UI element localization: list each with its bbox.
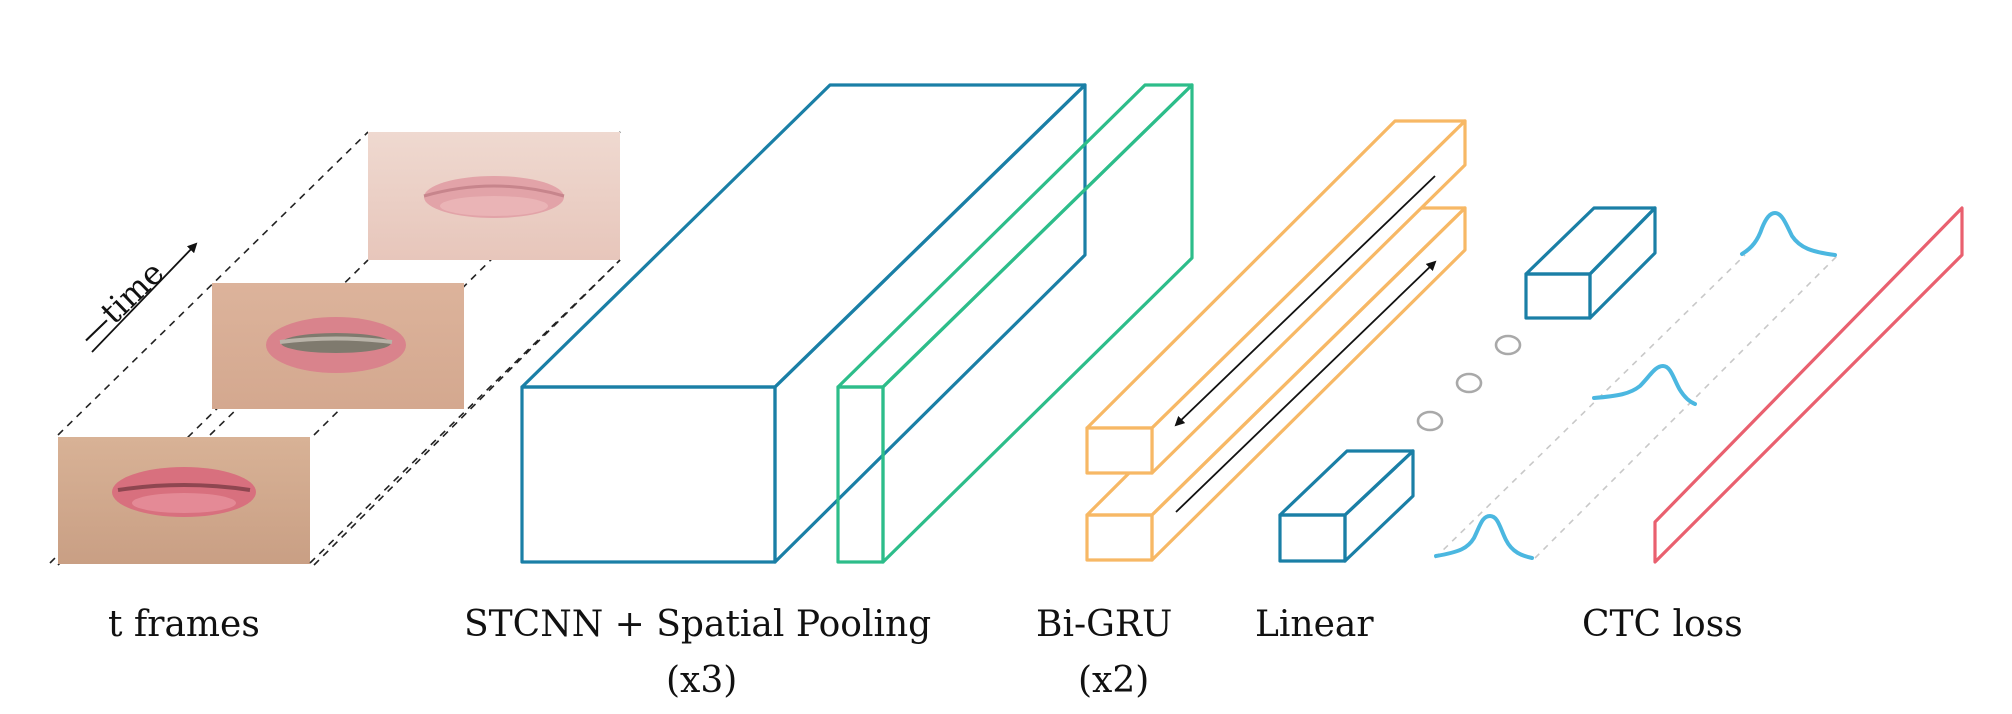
distribution-guides — [1434, 254, 1839, 559]
bigru-block — [1085, 119, 1467, 562]
probability-peak-curve — [1592, 363, 1697, 406]
bigru-label: Bi-GRU — [1036, 604, 1172, 645]
time-label: —time — [70, 254, 171, 354]
bigru-repeat-label: (x2) — [1078, 660, 1149, 701]
probability-peak-curve — [1434, 513, 1534, 560]
ctc-label: CTC loss — [1582, 604, 1743, 645]
spatial-pooling-block — [836, 83, 1194, 564]
stcnn-block — [520, 83, 1087, 564]
ellipsis-dots — [1416, 334, 1522, 432]
probability-peak-curve — [1740, 210, 1837, 257]
ctc-loss-block — [1653, 206, 1964, 564]
forward-arrow — [1175, 260, 1437, 513]
frames-label: t frames — [108, 604, 260, 645]
stcnn-label: STCNN + Spatial Pooling — [464, 604, 931, 645]
linear-block-bottom — [1278, 449, 1415, 563]
input-frames: —time — [49, 131, 621, 566]
ctc-distributions — [1434, 210, 1839, 560]
lip-frame-image — [368, 132, 620, 260]
labels: t frames STCNN + Spatial Pooling (x3) Bi… — [108, 604, 1743, 701]
time-arrow — [91, 242, 198, 353]
linear-label: Linear — [1255, 604, 1374, 645]
gru-layer-backward — [1085, 119, 1467, 475]
stcnn-repeat-label: (x3) — [666, 660, 737, 701]
lip-frame-image — [212, 283, 464, 409]
backward-arrow — [1174, 175, 1436, 427]
lip-frame-image — [58, 437, 310, 564]
linear-block-top — [1524, 206, 1657, 320]
